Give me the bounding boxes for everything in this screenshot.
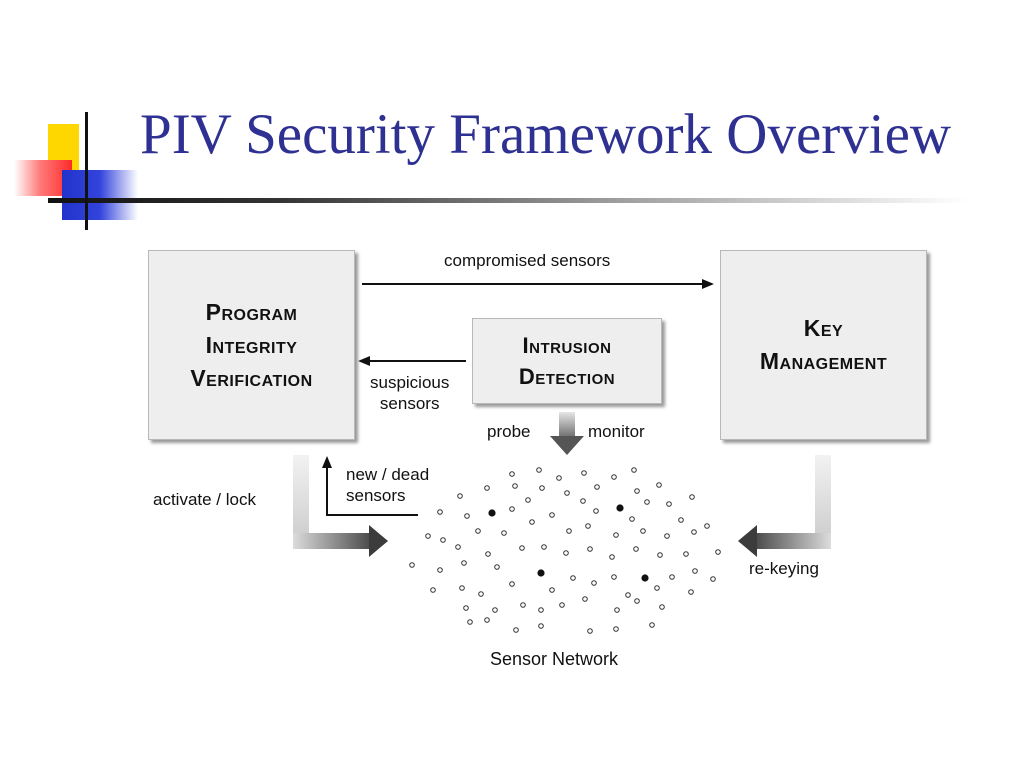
arrow-new-dead-sensors [322,456,418,516]
compromised-sensors-label: compromised sensors [444,251,611,270]
sensor-network-base-stations [488,504,649,582]
sensor-network-nodes [409,467,721,634]
intrusion-detection-label: Intrusion Detection [518,333,616,389]
activate-lock-label: activate / lock [153,490,256,509]
probe-label: probe [487,422,531,441]
program-integrity-verification-box: Program Integrity Verification [148,250,355,440]
arrow-re-keying [738,455,831,557]
arrow-probe-monitor [550,412,584,455]
slide-title: PIV Security Framework Overview [140,103,952,166]
suspicious-sensors-label: suspicious sensors [370,373,450,413]
monitor-label: monitor [588,422,645,441]
new-dead-sensors-label: new / dead sensors [346,465,430,505]
sensor-network-label: Sensor Network [490,649,619,669]
arrow-activate-lock [293,455,388,557]
decor-blue-bar [62,170,138,220]
intrusion-detection-box: Intrusion Detection [472,318,662,404]
key-management-label: Key Management [759,315,888,374]
decor-vertical-line [85,112,88,230]
title-underline [48,198,968,203]
program-integrity-verification-label: Program Integrity Verification [190,298,313,391]
re-keying-label: re-keying [749,559,819,578]
key-management-box: Key Management [720,250,927,440]
